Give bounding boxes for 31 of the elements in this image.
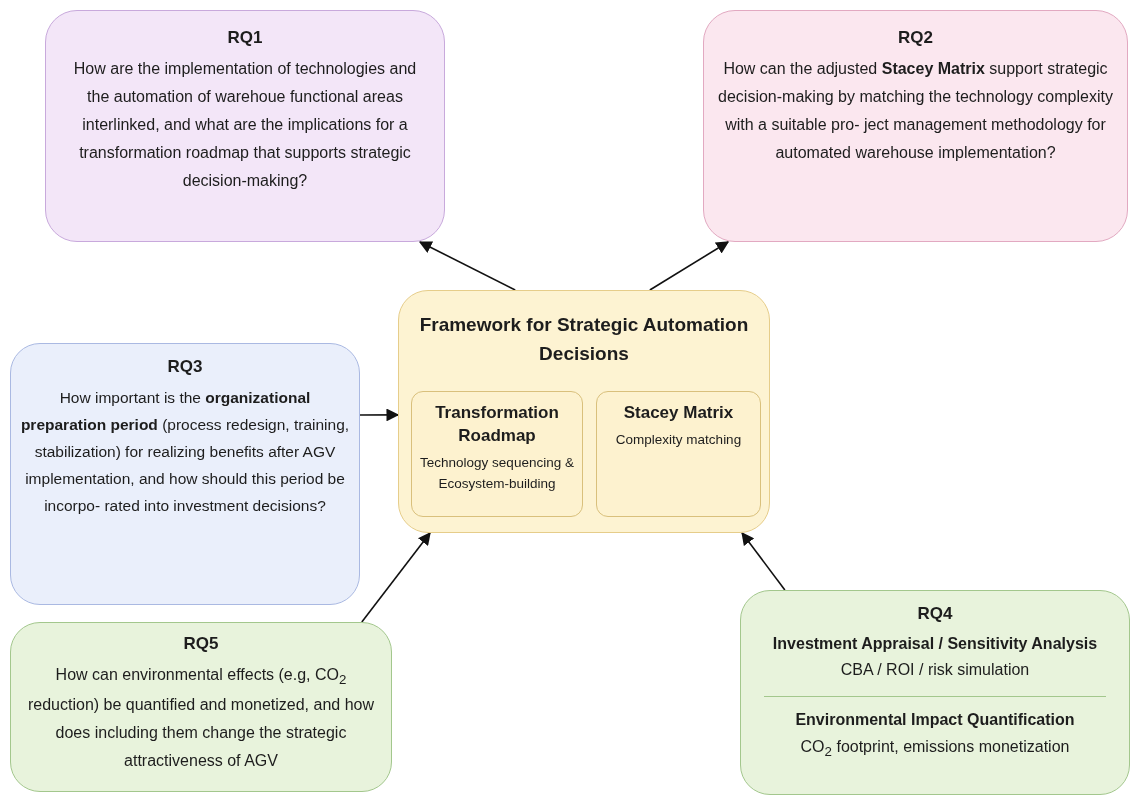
arrow xyxy=(359,408,400,422)
section-heading: Environmental Impact Quantification xyxy=(795,710,1075,731)
section-text: CBA / ROI / risk simulation xyxy=(840,660,1030,681)
question-title: RQ1 xyxy=(227,27,263,49)
component-description: Complexity matching xyxy=(615,430,742,449)
question-box xyxy=(45,10,445,242)
framework-box xyxy=(398,290,770,533)
arrow xyxy=(741,532,786,591)
question-title: RQ5 xyxy=(183,633,219,655)
question-box xyxy=(10,622,392,792)
component-box xyxy=(411,391,583,517)
component-title: Stacey Matrix xyxy=(623,402,734,424)
question-box xyxy=(10,343,360,605)
component-description: Technology sequencing & Ecosystem-building xyxy=(419,453,575,494)
question-title: RQ2 xyxy=(898,27,933,49)
section-text: CO$_{2}$ footprint, emissions monetization xyxy=(800,736,1070,761)
question-text: How can the adjusted Stacey Matrix support strategic decision-making by matching the technology complexity with a suitable pro- ject management methodology for automated warehouse implementation? xyxy=(718,58,1113,163)
section-heading: Investment Appraisal / Sensitivity Analysis xyxy=(772,633,1098,654)
question-title: RQ4 xyxy=(917,603,953,625)
arrow xyxy=(418,241,516,291)
component-title: Transformation Roadmap xyxy=(434,402,560,447)
question-box xyxy=(740,590,1130,795)
question-box xyxy=(703,10,1128,242)
question-text: How important is the organizational preparation period (process redesign, training, stabilization) for realizing benefits after AGV implementation, and how should this period be incorpo- rated into investment decisions? xyxy=(19,387,351,516)
framework-title: Framework for Strategic Automation Decisions xyxy=(418,313,750,366)
arrow xyxy=(649,241,730,291)
question-text: How are the implementation of technologies and the automation of warehoue functional areas interlinked, and what are the implications for a transformation roadmap that supports strategic decision-making? xyxy=(72,58,418,191)
component-box xyxy=(596,391,761,517)
arrow xyxy=(361,532,431,623)
question-title: RQ3 xyxy=(167,356,203,378)
question-text: How can environmental effects (e.g, CO$_{2}$ reduction) be quantified and monetized, and how does including them change the strategic attractiveness of AGV xyxy=(27,664,375,771)
